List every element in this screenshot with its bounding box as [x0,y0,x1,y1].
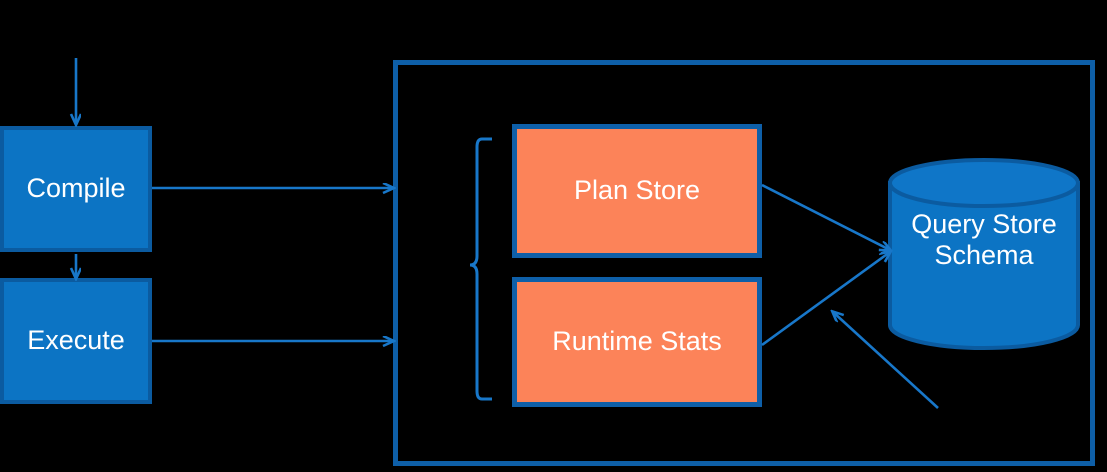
compile-box[interactable] [0,126,152,252]
plan-store-box[interactable] [512,124,762,258]
execute-box[interactable] [0,278,152,404]
connector-plan-store-to-schema [761,183,890,250]
runtime-stats-box[interactable] [512,277,762,407]
connector-external-to-schema [833,312,939,409]
query-store-container [393,60,1095,466]
connector-runtime-stats-to-schema [761,252,890,347]
store-grouping-brace [469,137,492,401]
query-store-schema-cylinder[interactable] [888,158,1080,350]
